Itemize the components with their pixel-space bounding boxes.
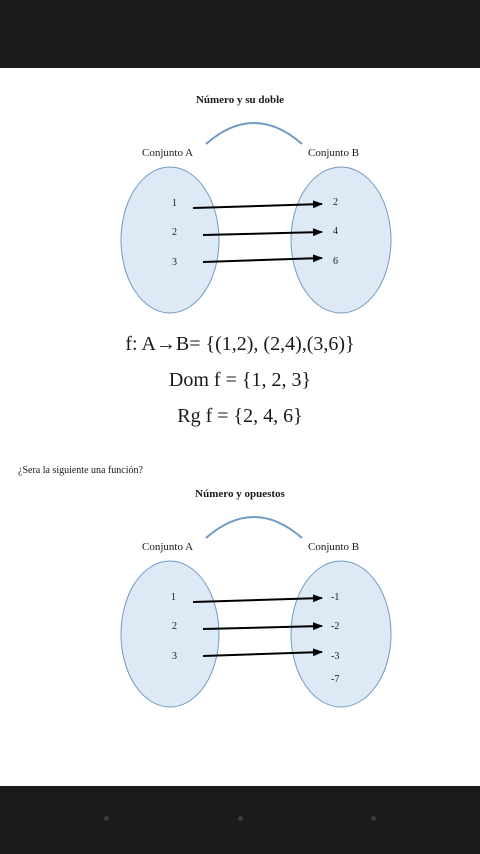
diagram2-b-item-2: -2	[331, 621, 340, 632]
diagram1-set-b-label: Conjunto B	[308, 147, 360, 159]
diagram1-b-item-2: 4	[333, 226, 338, 237]
question-text: ¿Sera la siguiente una función?	[18, 465, 143, 476]
diagram2-mapping	[120, 516, 392, 708]
diagram2-set-b-ellipse	[290, 560, 392, 708]
diagram2-set-b-label: Conjunto B	[308, 541, 360, 553]
top-status-bar	[0, 0, 480, 68]
diagram2-b-item-4: -7	[331, 674, 340, 685]
nav-recents-icon[interactable]	[371, 816, 376, 821]
diagram2-a-item-1: 1	[171, 592, 176, 603]
diagram2-relation-arc	[205, 516, 303, 539]
diagram2-a-item-3: 3	[172, 651, 177, 662]
nav-home-icon[interactable]	[238, 816, 243, 821]
diagram1-a-item-2: 2	[172, 227, 177, 238]
diagram2-set-a-ellipse	[120, 560, 220, 708]
diagram2-arrow-3	[202, 648, 323, 657]
diagram1-b-item-1: 2	[333, 197, 338, 208]
function-definition: f: A→B= {(1,2), (2,4),(3,6)}	[125, 333, 355, 355]
diagram1-set-b-ellipse	[290, 166, 392, 314]
diagram1-arrow-1	[192, 200, 323, 209]
diagram1-title: Número y su doble	[195, 94, 285, 106]
nav-back-icon[interactable]	[104, 816, 109, 821]
range-formula: Rg f = {2, 4, 6}	[177, 405, 303, 427]
diagram2-a-item-2: 2	[172, 621, 177, 632]
diagram1-b-item-3: 6	[333, 256, 338, 267]
diagram1-set-a-label: Conjunto A	[142, 147, 194, 159]
diagram1-a-item-1: 1	[172, 198, 177, 209]
diagram2-arrow-1	[192, 594, 323, 603]
diagram1-mapping	[120, 122, 392, 314]
diagram1-a-item-3: 3	[172, 257, 177, 268]
diagram1-arrow-3	[202, 254, 323, 263]
diagram2-set-a-label: Conjunto A	[142, 541, 194, 553]
diagram2-title: Número y opuestos	[195, 488, 285, 500]
diagram2-b-item-3: -3	[331, 651, 340, 662]
diagram1-set-a-ellipse	[120, 166, 220, 314]
diagram1-relation-arc	[205, 122, 303, 145]
diagram2-arrow-2	[202, 622, 323, 631]
domain-formula: Dom f = {1, 2, 3}	[168, 369, 312, 391]
diagram2-b-item-1: -1	[331, 592, 340, 603]
diagram1-arrow-2	[202, 228, 323, 237]
